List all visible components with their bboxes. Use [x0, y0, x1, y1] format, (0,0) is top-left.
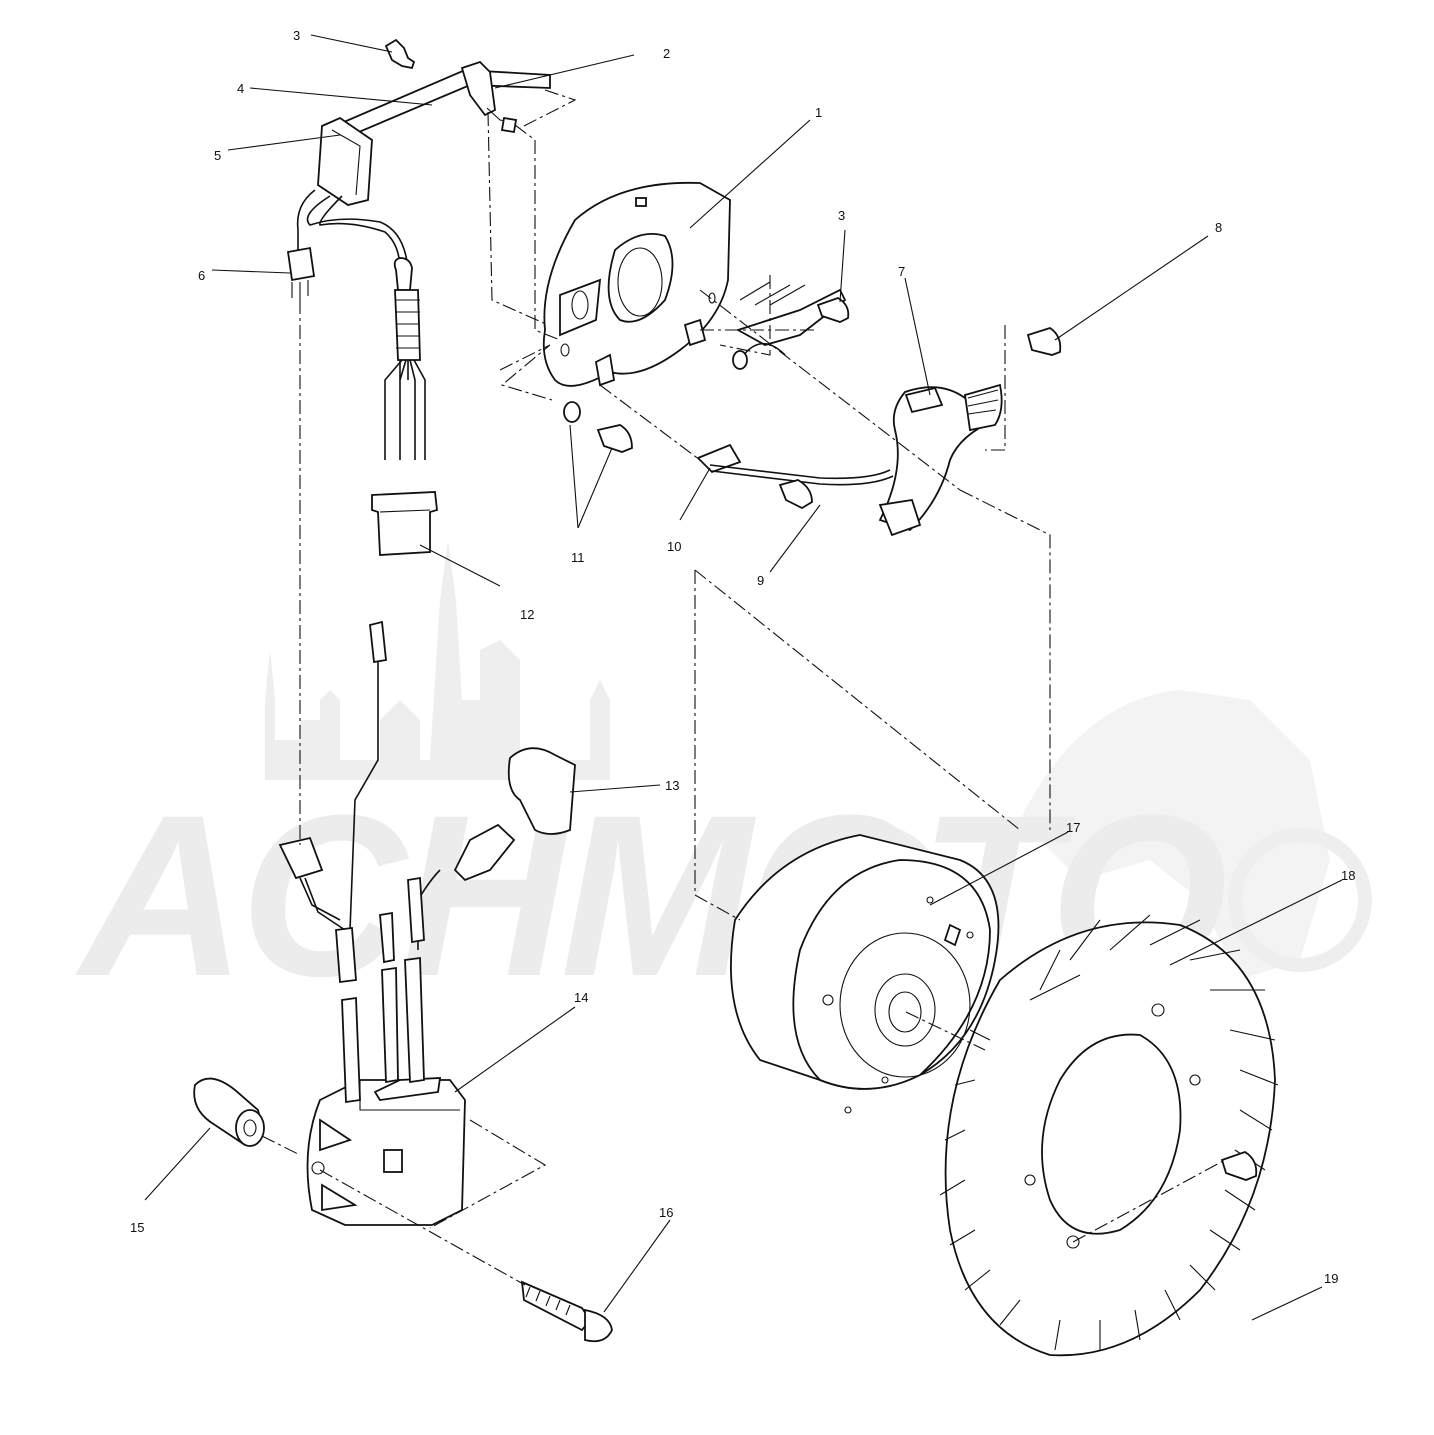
callout-16: 16: [659, 1205, 673, 1220]
callout-5: 5: [214, 148, 221, 163]
part-spark-plug-cap: [379, 747, 576, 964]
leader-lines: [144, 34, 1343, 1321]
part-bracket-tube: [328, 60, 551, 142]
part-long-screw: [520, 1280, 613, 1343]
part-fan: [939, 914, 1279, 1357]
callout-8: 8: [1215, 220, 1222, 235]
part-charging-coil: [709, 383, 1003, 537]
watermark-wheel-shape: [1228, 828, 1372, 972]
part-screw-11: [563, 350, 748, 453]
callout-13: 13: [665, 778, 679, 793]
part-connector-12: [371, 491, 438, 556]
part-ignition-coil: [306, 956, 466, 1226]
callout-17: 17: [1066, 820, 1080, 835]
callout-12: 12: [520, 607, 534, 622]
callout-3-top: 3: [293, 28, 300, 43]
callout-18: 18: [1341, 868, 1355, 883]
part-screw-8: [1026, 327, 1062, 356]
part-screw-19: [1220, 1151, 1258, 1181]
watermark: ACHMOTO: [75, 540, 1372, 1024]
watermark-cityscape-shape: [265, 540, 610, 780]
part-screw-3b: [816, 297, 850, 323]
part-regulator: [317, 116, 373, 206]
callout-14: 14: [574, 990, 588, 1005]
callout-1: 1: [815, 105, 822, 120]
callout-3-right: 3: [838, 208, 845, 223]
callout-6: 6: [198, 268, 205, 283]
callout-10: 10: [667, 539, 681, 554]
part-trigger-bracket: [696, 281, 847, 474]
callout-labels: 3 2 4 5 6 1 3 8 7 9 10 11 12 13 14 15 16…: [130, 28, 1355, 1286]
callout-4: 4: [237, 81, 244, 96]
callout-19: 19: [1324, 1271, 1338, 1286]
alignment-lines: [261, 89, 1226, 1286]
watermark-motorcycle-shape: [1020, 690, 1330, 980]
part-grommet: [193, 1077, 265, 1147]
part-stator-plate: [542, 181, 731, 387]
part-connector-small: [286, 246, 316, 300]
part-screw-9: [778, 479, 813, 510]
part-screw-top: [384, 38, 416, 70]
part-flywheel: [730, 834, 1000, 1114]
part-kill-wire: [278, 620, 387, 984]
callout-9: 9: [757, 573, 764, 588]
callout-7: 7: [898, 264, 905, 279]
part-wire-harness: [296, 189, 426, 460]
callout-11: 11: [571, 550, 585, 565]
callout-15: 15: [130, 1220, 144, 1235]
callout-2: 2: [663, 46, 670, 61]
